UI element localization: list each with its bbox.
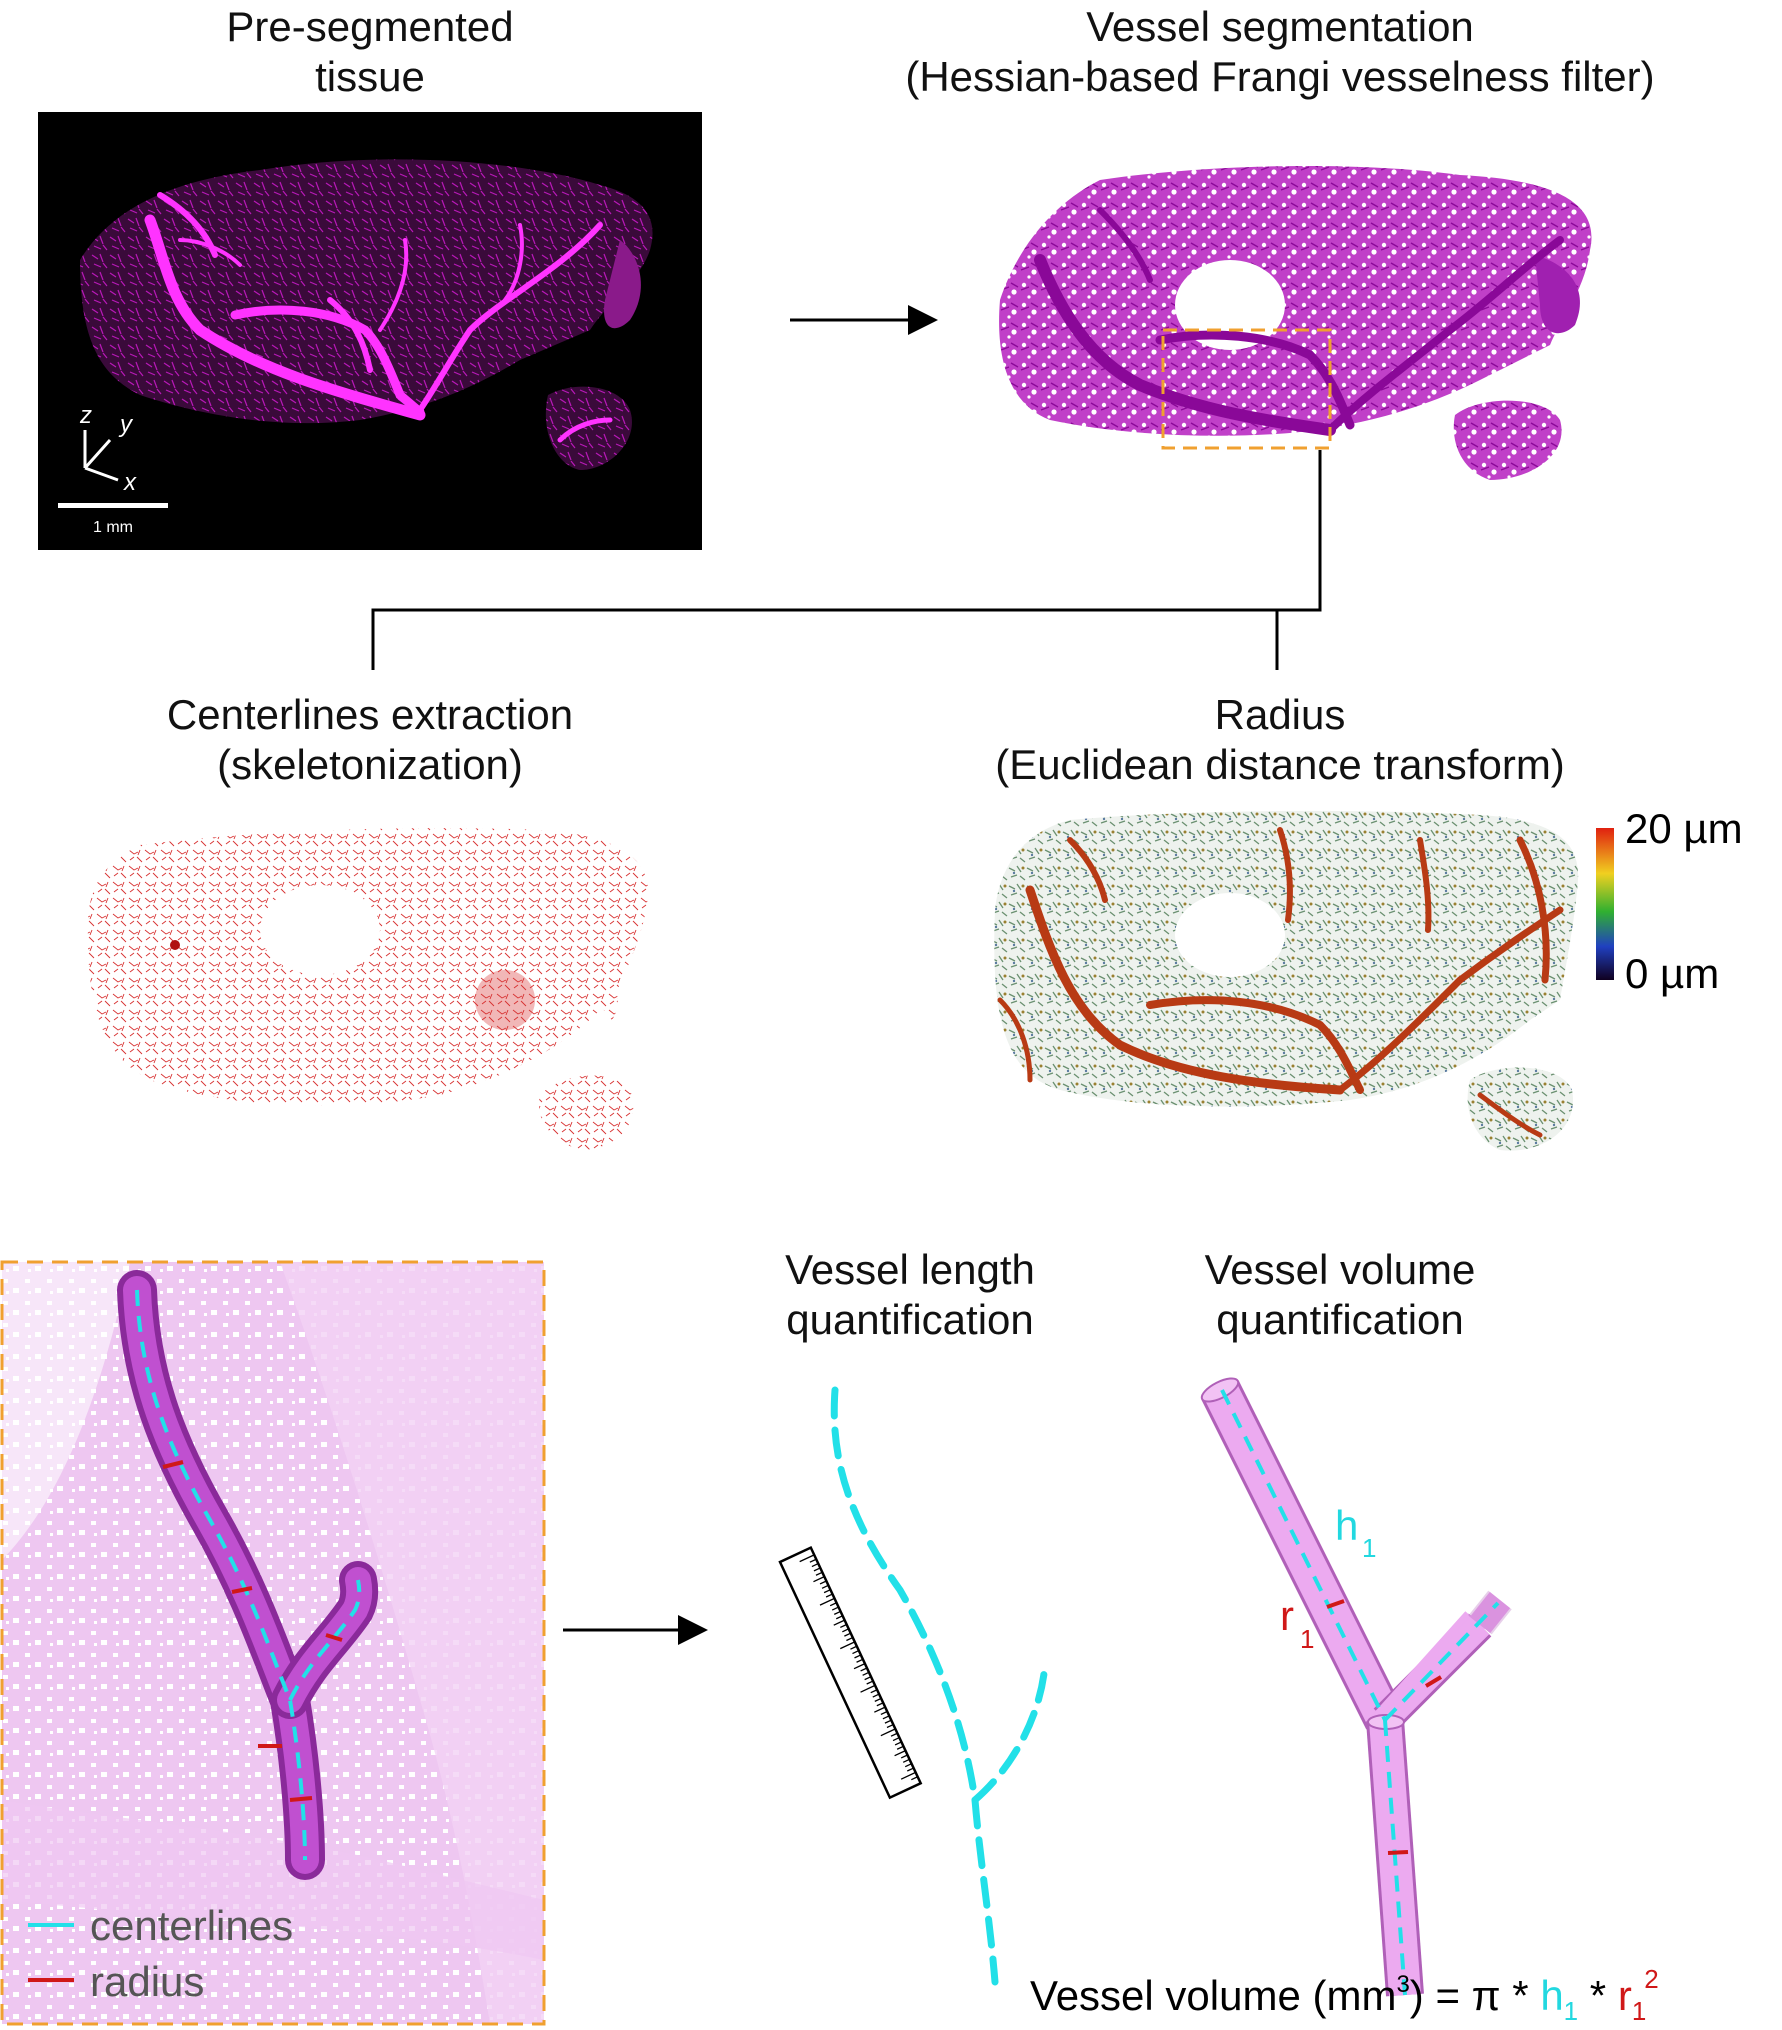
volume-radius-marks	[1326, 1599, 1443, 1855]
ruler-tick	[819, 1597, 835, 1606]
ruler-tick	[819, 1580, 827, 1585]
ruler-tick	[844, 1632, 851, 1637]
ruler-tick	[823, 1589, 831, 1594]
axes-icon	[83, 430, 119, 482]
zoom-image: centerlines radius	[0, 1260, 546, 2026]
ruler-tick	[811, 1562, 819, 1568]
ruler-tick	[894, 1750, 906, 1757]
radius-image	[994, 810, 1579, 1151]
ruler-tick	[862, 1671, 870, 1676]
ruler-tick	[894, 1741, 902, 1746]
ruler-tick	[856, 1658, 864, 1663]
legend-centerlines-label: centerlines	[90, 1902, 293, 1949]
ruler-tick	[852, 1649, 860, 1655]
scalebar	[58, 503, 168, 508]
colorbar-max-label: 20 µm	[1625, 805, 1743, 852]
ruler-tick	[900, 1771, 916, 1780]
ruler-tick	[870, 1689, 878, 1694]
ruler-tick	[833, 1610, 841, 1615]
ruler-tick	[890, 1732, 898, 1737]
pre-segmented-title: Pre-segmented tissue	[226, 3, 514, 100]
volume-formula: Vessel volume (mm3) = π * h1 * r12	[1030, 1964, 1659, 2026]
volume-diagram: h 1 r 1	[1200, 1377, 1512, 1997]
zoom-region-box	[1161, 328, 1332, 450]
ruler-tick	[884, 1719, 892, 1724]
ruler-tick	[874, 1697, 882, 1702]
ruler-tick	[846, 1636, 854, 1642]
ruler-tick	[876, 1702, 884, 1707]
ruler-tick	[829, 1602, 837, 1607]
ruler-tick	[864, 1676, 872, 1681]
h1-subscript: 1	[1362, 1533, 1376, 1563]
ruler-tick	[821, 1584, 829, 1589]
ruler-tick	[835, 1615, 843, 1620]
volume-centerline	[1220, 1389, 1500, 1996]
zoom-radius-marks	[162, 1460, 343, 1802]
ruler-tick	[880, 1728, 896, 1737]
radius-title: Radius (Euclidean distance transform)	[995, 691, 1565, 788]
colorbar-min-label: 0 µm	[1625, 950, 1719, 997]
ruler-tick	[853, 1663, 866, 1670]
ruler-tick	[896, 1745, 904, 1750]
legend-radius-label: radius	[90, 1958, 204, 2005]
ruler-tick	[799, 1554, 815, 1563]
ruler-tick	[880, 1710, 888, 1716]
axis-y-label: y	[118, 411, 134, 438]
ruler-tick	[825, 1593, 833, 1598]
zoom-centerline	[135, 1289, 362, 1861]
length-diagram	[778, 1386, 1049, 1986]
axis-x-label: x	[123, 469, 137, 496]
ruler-tick	[842, 1628, 849, 1633]
ruler-tick	[813, 1567, 821, 1572]
ruler-tick	[904, 1763, 912, 1768]
ruler-tick	[874, 1706, 886, 1713]
ruler-tick	[839, 1641, 856, 1650]
length-title: Vessel length quantification	[785, 1246, 1035, 1343]
vessel-segmentation-title: Vessel segmentation (Hessian-based Frang…	[905, 3, 1655, 100]
ruler-tick	[815, 1571, 823, 1576]
ruler-tick	[902, 1758, 910, 1763]
ruler-tick	[831, 1606, 839, 1611]
h1-label: h	[1335, 1502, 1358, 1549]
ruler-tick	[860, 1667, 868, 1672]
pre-segmented-image: z y x 1 mm	[38, 112, 702, 550]
radius-colorbar	[1596, 828, 1614, 980]
volume-title: Vessel volume quantification	[1204, 1246, 1476, 1343]
scalebar-label: 1 mm	[93, 519, 133, 536]
zoom-frame	[0, 1260, 546, 2026]
ruler-tick	[911, 1776, 918, 1781]
ruler-tick	[906, 1767, 914, 1772]
ruler-tick	[813, 1576, 825, 1583]
r1-label: r	[1280, 1592, 1294, 1639]
ruler-tick	[882, 1715, 890, 1720]
ruler-tick	[872, 1693, 880, 1698]
length-centerline	[830, 1386, 1049, 1986]
vessel-segmentation-image	[999, 165, 1592, 480]
ruler-tick	[866, 1680, 874, 1685]
ruler-tick	[892, 1737, 900, 1742]
centerlines-image	[87, 828, 649, 1150]
ruler-tick	[809, 1558, 817, 1563]
ruler-tick	[850, 1645, 858, 1650]
centerlines-title: Centerlines extraction (skeletonization)	[166, 691, 574, 788]
axis-z-label: z	[79, 402, 92, 429]
ruler-icon	[778, 1545, 923, 1800]
ruler-tick	[860, 1684, 876, 1693]
ruler-tick	[854, 1654, 862, 1659]
ruler-tick	[833, 1619, 845, 1626]
r1-subscript: 1	[1300, 1624, 1314, 1654]
branch-connector	[371, 450, 1322, 670]
ruler-tick	[900, 1754, 908, 1759]
ruler-tick	[840, 1623, 847, 1629]
ruler-tick	[886, 1723, 894, 1729]
